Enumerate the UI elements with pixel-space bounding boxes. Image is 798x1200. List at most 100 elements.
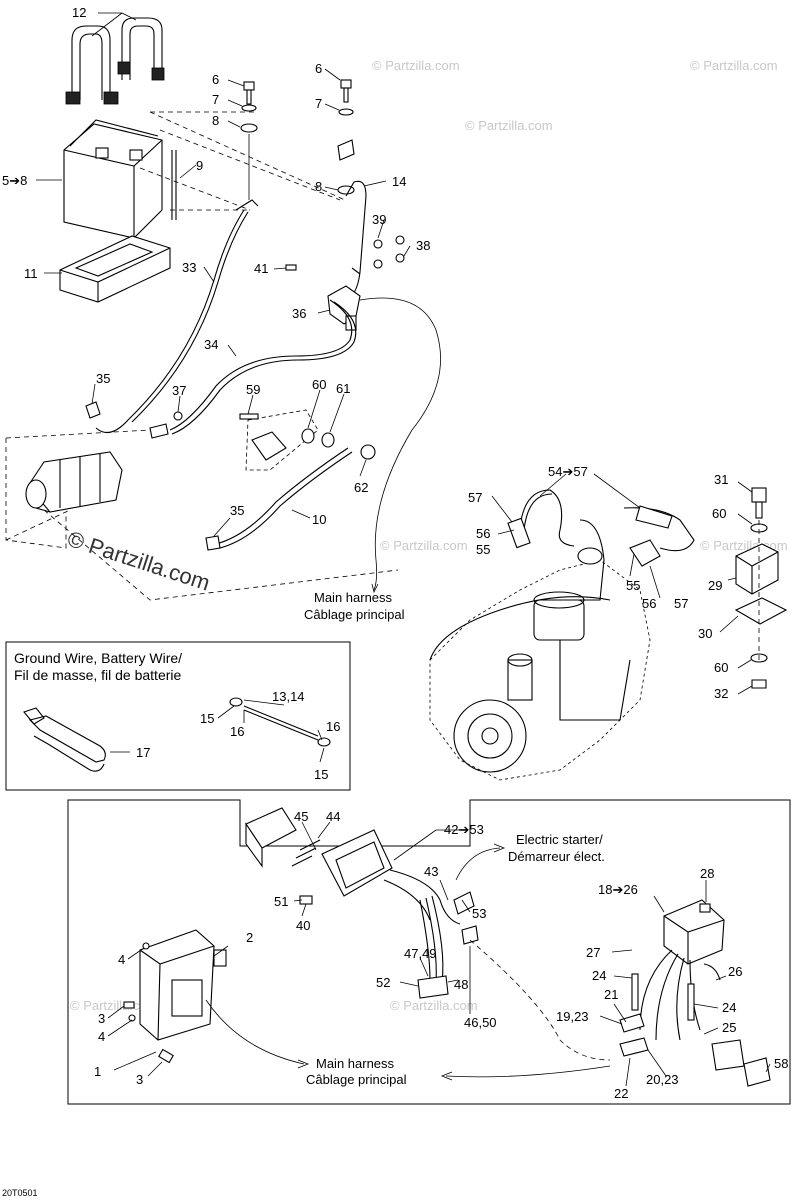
callout-label: 20,23	[646, 1072, 679, 1087]
callout-label: 8	[212, 113, 219, 128]
callout-label: 1	[94, 1064, 101, 1079]
callout-label: 44	[326, 809, 340, 824]
callout-label: 24	[592, 968, 606, 983]
callout-label: 46,50	[464, 1015, 497, 1030]
callout-label: 58	[774, 1056, 788, 1071]
voltage-regulator	[321, 829, 393, 897]
callout-label: 4	[98, 1029, 105, 1044]
battery-strap	[71, 25, 111, 100]
callout-label: 43	[424, 864, 438, 879]
callout-label: 15	[200, 711, 214, 726]
callout-label: 53	[472, 906, 486, 921]
callout-label: 30	[698, 626, 712, 641]
callout-label: 10	[312, 512, 326, 527]
callout-label: 3	[98, 1011, 105, 1026]
terminal-hardware-right	[285, 79, 405, 331]
callout-label: 14	[392, 174, 406, 189]
watermark-main: © Partzilla.com	[64, 526, 213, 596]
callout-label: 24	[722, 1000, 736, 1015]
callout-label: 45	[294, 809, 308, 824]
callout-label: 60	[712, 506, 726, 521]
callout-label: 7	[315, 96, 322, 111]
watermark: © Partzilla.com	[465, 118, 553, 133]
battery-cable	[95, 209, 245, 434]
callout-label: 41	[254, 261, 268, 276]
callout-label: 61	[336, 381, 350, 396]
starter-motor	[27, 451, 123, 513]
callout-label: 11	[24, 266, 38, 281]
ignition-coil	[735, 543, 779, 595]
main-harness-note: Main harness	[314, 590, 393, 605]
callout-label: 56	[476, 526, 490, 541]
callout-label: 7	[212, 92, 219, 107]
callout-label: 57	[468, 490, 482, 505]
callout-label: 21	[604, 987, 618, 1002]
crimp-tool	[28, 715, 106, 763]
callout-label: 19,23	[556, 1009, 589, 1024]
callout-label: 35	[230, 503, 244, 518]
callout-label: 28	[700, 866, 714, 881]
callout-label: 36	[292, 306, 306, 321]
callout-label: 60	[312, 377, 326, 392]
callout-label: 56	[642, 596, 656, 611]
callout-label: 55	[476, 542, 490, 557]
ground-wire-inset: Ground Wire, Battery Wire/ Fil de masse,…	[5, 641, 351, 791]
callout-label: 57	[674, 596, 688, 611]
watermark: © Partzilla.com	[380, 538, 468, 553]
callout-label: 48	[454, 977, 468, 992]
callout-label: 25	[722, 1020, 736, 1035]
callout-label: 37	[172, 383, 186, 398]
callout-label: 39	[372, 212, 386, 227]
callout-label: 40	[296, 918, 310, 933]
callout-label: 15	[314, 767, 328, 782]
watermark: © Partzilla.com	[70, 998, 158, 1013]
callout-label: 29	[708, 578, 722, 593]
callout-label: 9	[196, 158, 203, 173]
notes: Main harness Câblage principal Main harn…	[2, 590, 605, 1198]
callout-label: 27	[586, 945, 600, 960]
inset-title-line1: Ground Wire, Battery Wire/	[14, 650, 182, 666]
callout-label: 16	[230, 724, 244, 739]
callout-label: 2	[246, 930, 253, 945]
callout-label: 5➔8	[2, 173, 27, 188]
leader-lines	[36, 12, 771, 1087]
callout-label: 6	[315, 61, 322, 76]
callout-label: 6	[212, 72, 219, 87]
watermark: © Partzilla.com	[372, 58, 460, 73]
callout-label: 42➔53	[444, 822, 484, 837]
callout-label: 47,49	[404, 946, 437, 961]
electrical-box	[67, 799, 791, 1105]
callout-labels: 1 2 5➔8 9 11 6 7 8 6 7 8 14 39 38 41 3 3 3…	[2, 5, 788, 1101]
starter-relay	[663, 899, 725, 965]
battery	[63, 123, 163, 239]
callout-label: 31	[714, 472, 728, 487]
callout-label: 16	[326, 719, 340, 734]
callout-label: 26	[728, 964, 742, 979]
watermark: © Partzilla.com	[390, 998, 478, 1013]
callout-label: 13,14	[272, 689, 305, 704]
battery-assembly	[59, 17, 346, 303]
callout-label: 60	[714, 660, 728, 675]
main-harness-note: Câblage principal	[304, 607, 405, 622]
terminal-hardware-left	[235, 81, 259, 211]
main-harness-note: Main harness	[316, 1056, 395, 1071]
callout-label: 32	[714, 686, 728, 701]
starter-cables	[5, 209, 441, 601]
inset-title-line2: Fil de masse, fil de batterie	[14, 667, 182, 683]
callout-label: 8	[315, 179, 322, 194]
callout-label: 4	[118, 952, 125, 967]
callout-label: 22	[614, 1086, 628, 1101]
watermark: © Partzilla.com	[690, 58, 778, 73]
ground-wire	[243, 705, 319, 737]
main-harness-note: Câblage principal	[306, 1072, 407, 1087]
callout-label: 52	[376, 975, 390, 990]
callout-label: 51	[274, 894, 288, 909]
callout-label: 38	[416, 238, 430, 253]
electric-starter-note: Démarreur élect.	[508, 849, 605, 864]
callout-label: 55	[626, 578, 640, 593]
callout-label: 54➔57	[548, 464, 588, 479]
callout-label: 3	[136, 1072, 143, 1087]
callout-label: 18➔26	[598, 882, 638, 897]
engine-assembly	[429, 487, 788, 781]
